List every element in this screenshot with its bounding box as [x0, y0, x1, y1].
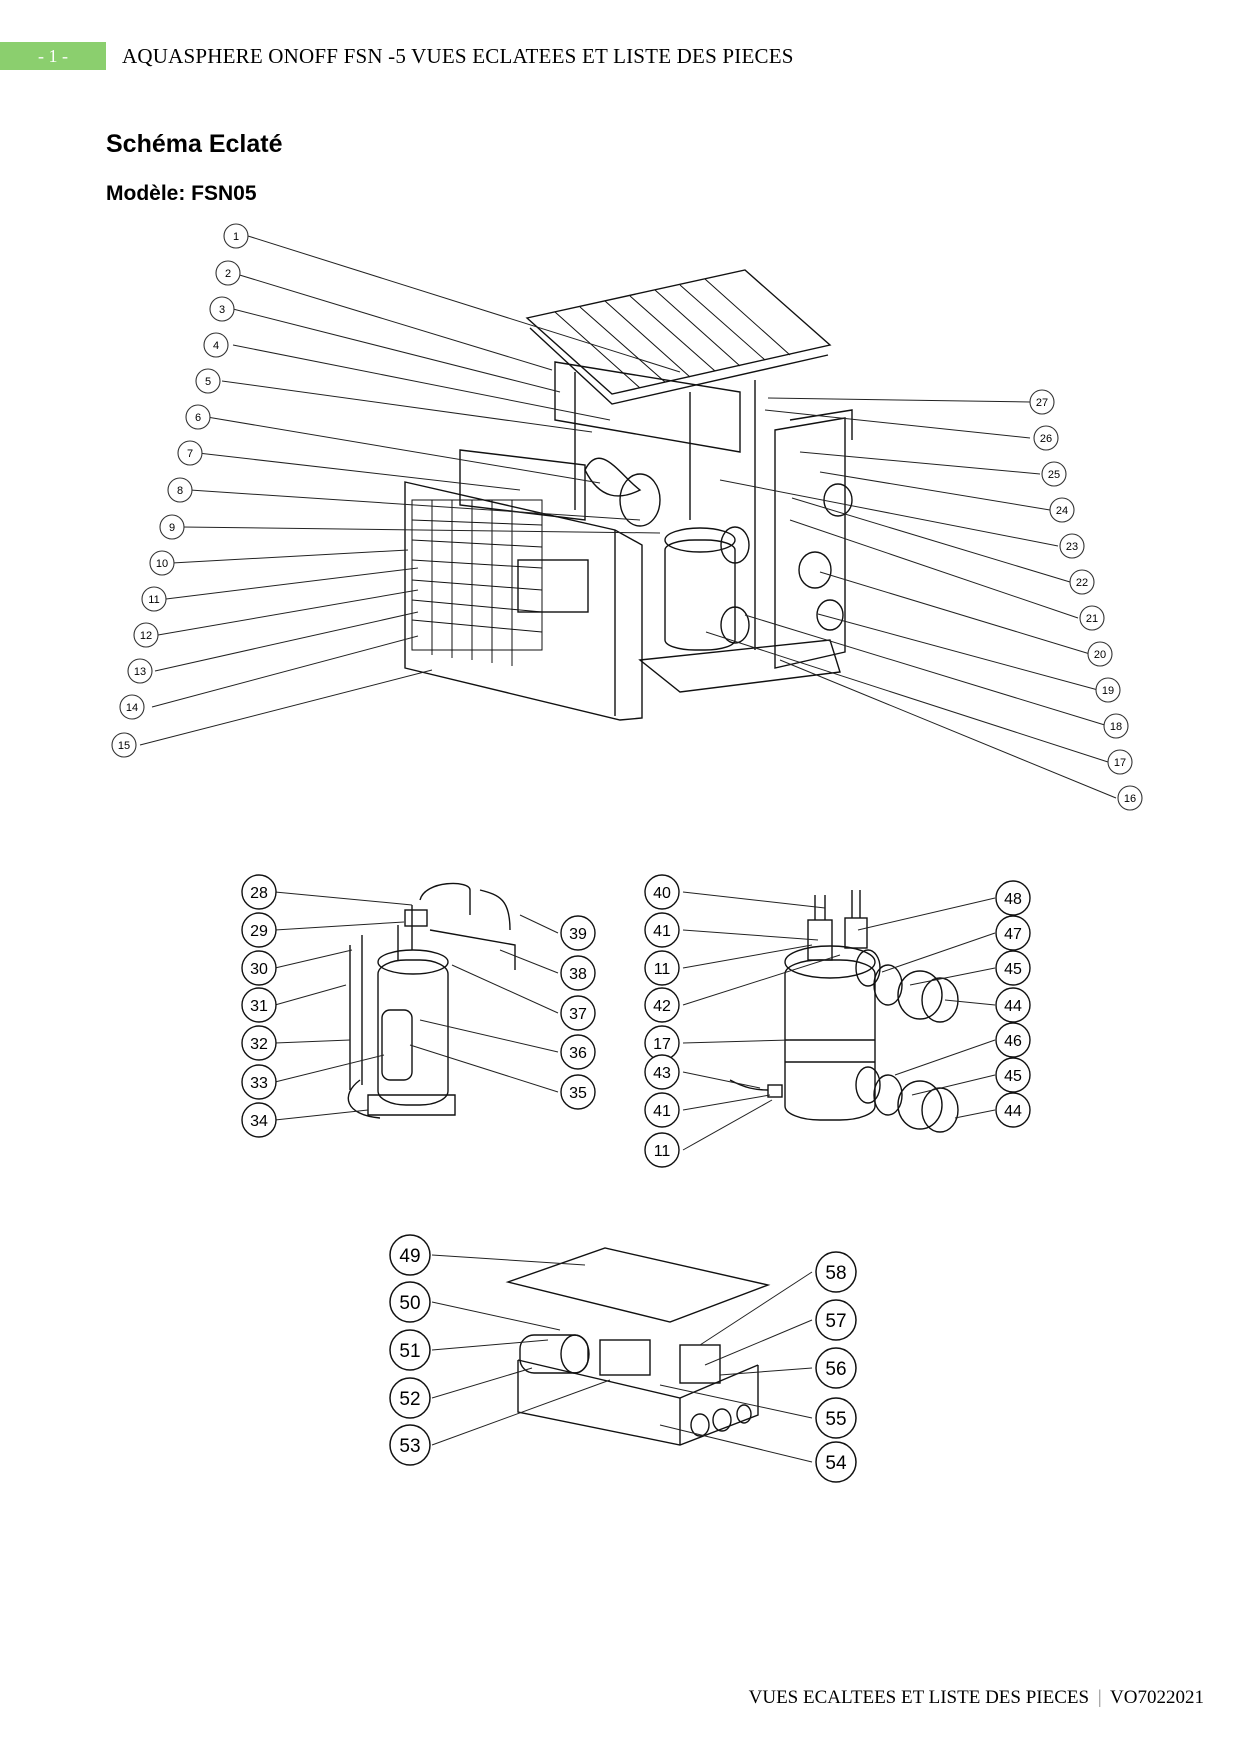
callout-label: 48 [1004, 891, 1022, 908]
callout-label: 56 [825, 1359, 846, 1380]
callout-label: 45 [1004, 1068, 1022, 1085]
callout-label: 43 [653, 1065, 671, 1082]
exploded-view-control-box [505, 1247, 771, 1446]
callout-label: 17 [1114, 757, 1126, 769]
callout-label: 23 [1066, 541, 1078, 553]
callout-label: 10 [156, 558, 168, 570]
callout-label: 33 [250, 1075, 268, 1092]
callout-label: 46 [1004, 1033, 1022, 1050]
callout-label: 52 [399, 1389, 420, 1410]
callout-label: 39 [569, 926, 587, 943]
callout-label: 40 [653, 885, 671, 902]
callout-label: 45 [1004, 961, 1022, 978]
callout-label: 8 [177, 485, 183, 497]
callout-label: 11 [148, 594, 159, 606]
callout-label: 57 [825, 1311, 846, 1332]
callout-label: 15 [118, 740, 130, 752]
callout-label: 11 [654, 1143, 671, 1160]
callout-label: 29 [250, 923, 268, 940]
callout-label: 50 [399, 1293, 420, 1314]
section-title: Schéma Eclaté [106, 130, 283, 158]
page-footer: VUES ECALTEES ET LISTE DES PIECES | VO70… [749, 1687, 1204, 1709]
callout-label: 35 [569, 1085, 587, 1102]
callout-label: 16 [1124, 793, 1136, 805]
callout-label: 41 [653, 923, 671, 940]
callout-label: 9 [169, 522, 175, 534]
callout-label: 44 [1004, 998, 1022, 1015]
callout-label: 53 [399, 1436, 420, 1457]
callout-label: 2 [225, 268, 231, 280]
callout-label: 24 [1056, 505, 1068, 517]
callout-label: 18 [1110, 721, 1122, 733]
callout-label: 44 [1004, 1103, 1022, 1120]
callout-label: 41 [653, 1103, 671, 1120]
callout-label: 55 [825, 1409, 846, 1430]
callout-label: 6 [195, 412, 201, 424]
callout-label: 51 [399, 1341, 420, 1362]
callout-label: 25 [1048, 469, 1060, 481]
callout-label: 22 [1076, 577, 1088, 589]
callout-label: 26 [1040, 433, 1052, 445]
callout-label: 54 [825, 1453, 847, 1474]
callout-label: 19 [1102, 685, 1114, 697]
page-number-tab: - 1 - [0, 42, 106, 70]
callout-label: 32 [250, 1036, 268, 1053]
callout-label: 37 [569, 1006, 587, 1023]
callout-label: 4 [213, 340, 219, 352]
callout-label: 11 [654, 961, 671, 978]
model-label: Modèle: FSN05 [106, 182, 257, 205]
page-header: - 1 - AQUASPHERE ONOFF FSN -5 VUES ECLAT… [0, 42, 1240, 72]
callout-label: 58 [825, 1263, 846, 1284]
callout-label: 3 [219, 304, 225, 316]
callout-label: 1 [233, 231, 239, 243]
callout-label: 21 [1086, 613, 1098, 625]
callout-label: 27 [1036, 397, 1048, 409]
callout-label: 17 [653, 1036, 671, 1053]
footer-separator: | [1097, 1687, 1102, 1708]
exploded-view-unit [404, 269, 853, 721]
exploded-view-compressor [347, 882, 516, 1119]
callout-label: 34 [250, 1113, 268, 1130]
callout-label: 7 [187, 448, 193, 460]
callout-label: 13 [134, 666, 146, 678]
callout-label: 42 [653, 998, 671, 1015]
callout-label: 49 [399, 1246, 420, 1267]
footer-title: VUES ECALTEES ET LISTE DES PIECES [748, 1687, 1090, 1708]
callout-label: 36 [569, 1045, 587, 1062]
callout-label: 28 [250, 885, 268, 902]
footer-version: VO7022021 [1110, 1687, 1204, 1708]
callout-label: 47 [1004, 926, 1022, 943]
callout-label: 14 [126, 702, 138, 714]
document-title: AQUASPHERE ONOFF FSN -5 VUES ECLATEES ET… [122, 44, 794, 68]
callout-label: 31 [250, 998, 268, 1015]
callout-label: 30 [250, 961, 268, 978]
callout-label: 12 [140, 630, 152, 642]
callout-label: 38 [569, 966, 587, 983]
callout-label: 20 [1094, 649, 1106, 661]
callout-label: 5 [205, 376, 211, 388]
